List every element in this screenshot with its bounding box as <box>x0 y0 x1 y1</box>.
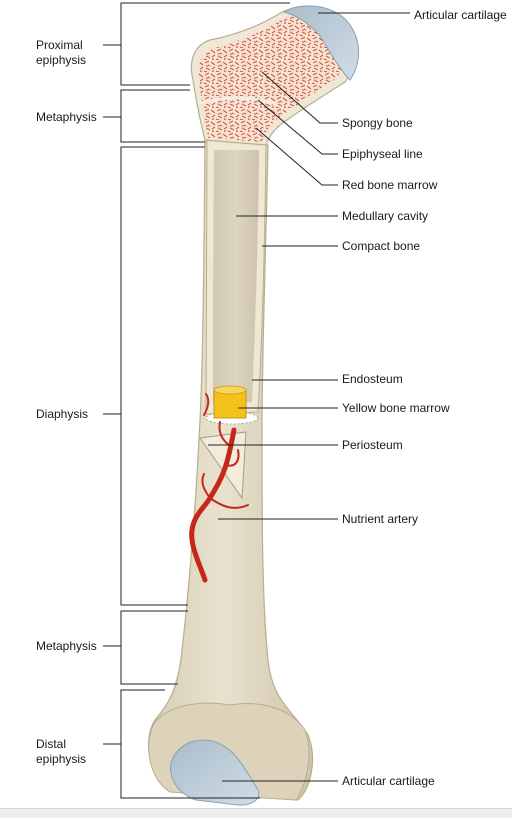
articular-cartilage-bottom-shape <box>170 739 260 806</box>
leader-1 <box>261 71 338 124</box>
periosteum-flap <box>199 431 247 500</box>
bracket-3 <box>120 610 188 685</box>
label-distal-epiphysis: Distal epiphysis <box>36 737 87 766</box>
yellow-bone-marrow-shape <box>205 385 259 425</box>
leader-3 <box>255 127 338 186</box>
label-yellow-bone-marrow: Yellow bone marrow <box>342 401 450 415</box>
medullary-cavity-shape <box>213 150 259 404</box>
artery-branches <box>201 393 249 509</box>
label-proximal-metaphysis: Metaphysis <box>36 110 97 124</box>
spongy-bone-region <box>198 13 347 143</box>
label-nutrient-artery: Nutrient artery <box>342 512 419 526</box>
leader-2 <box>257 99 338 155</box>
label-epiphyseal-line: Epiphyseal line <box>342 147 423 161</box>
label-proximal-epiphysis: Proximal epiphysis <box>36 38 87 67</box>
label-red-bone-marrow: Red bone marrow <box>342 178 438 192</box>
articular-cartilage-top-shape <box>282 5 360 81</box>
bracket-2 <box>120 146 205 606</box>
label-compact-bone: Compact bone <box>342 239 421 253</box>
bracket-1 <box>120 89 205 143</box>
label-distal-metaphysis: Metaphysis <box>36 639 97 653</box>
region-brackets <box>103 2 290 799</box>
leader-lines <box>208 12 410 782</box>
label-spongy-bone: Spongy bone <box>342 116 413 130</box>
label-articular-cartilage-bottom: Articular cartilage <box>342 774 435 788</box>
label-medullary-cavity: Medullary cavity <box>342 209 429 223</box>
epiphyseal-line-shape <box>197 96 277 106</box>
label-articular-cartilage-top: Articular cartilage <box>414 8 507 22</box>
label-periosteum: Periosteum <box>342 438 403 452</box>
label-endosteum: Endosteum <box>342 372 403 386</box>
label-diaphysis: Diaphysis <box>36 407 89 421</box>
bracket-0 <box>120 2 290 86</box>
bottom-edge-bar <box>0 808 512 818</box>
